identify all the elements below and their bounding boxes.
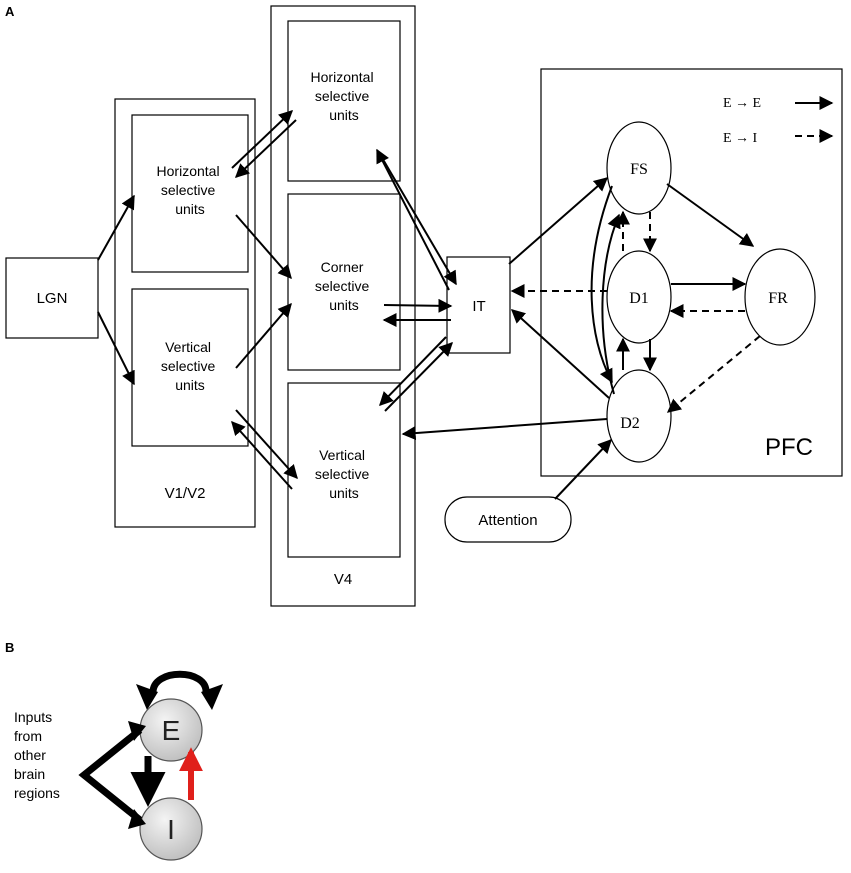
attention-node: Attention (444, 496, 572, 543)
arrow-it-v4v (379, 336, 447, 407)
fs-node (606, 121, 672, 215)
it-node: IT (446, 256, 511, 354)
arrow-attention-d2 (554, 438, 612, 500)
fr-node (744, 248, 816, 346)
arrow-lgn-vertical (97, 311, 135, 386)
v4-vertical-box (287, 382, 401, 558)
lgn-label: LGN (37, 290, 68, 307)
pfc-region: PFC FS D1 D2 FR E → E E → I (540, 68, 843, 477)
arrow-v1v-corner (235, 302, 292, 369)
arrow-v4v-v1v (231, 420, 293, 490)
v1v2-vertical-box (131, 288, 249, 447)
arrow-corner-it (383, 298, 453, 313)
e-node-label: E (162, 715, 181, 746)
arrow-fr-d2 (666, 335, 761, 413)
v1v2-horizontal-label: Horizontal selective units (157, 163, 224, 217)
v1v2-title: V1/V2 (165, 485, 206, 502)
fr-label: FR (768, 290, 788, 307)
legend: E → E E → I (723, 96, 834, 146)
v4-corner-label: Corner selective units (315, 259, 373, 313)
inputs-chevron (78, 727, 143, 823)
inputs-label: Inputs from other brain regions (14, 709, 60, 801)
e-self-loop-head-left (136, 684, 158, 710)
v4-corner-box (287, 193, 401, 371)
panel-b-circuit: E I Inputs from other brain regions (14, 670, 223, 861)
d2-label: D2 (620, 415, 640, 432)
arrow-fs-d2 (590, 185, 613, 384)
connections (97, 110, 761, 500)
arrow-fs-fr (666, 183, 755, 247)
legend-ee-label: E → E (723, 96, 761, 111)
arrow-d2-it (510, 309, 610, 399)
e-self-loop-head-right (201, 684, 223, 710)
pfc-title: PFC (765, 434, 813, 461)
v4-title: V4 (334, 571, 352, 588)
arrow-it-fs (508, 177, 609, 265)
arrow-it-v4h (376, 148, 450, 291)
lgn-node: LGN (5, 257, 99, 339)
inputs-head-top (128, 721, 146, 741)
d1-node (606, 250, 672, 344)
attention-label: Attention (478, 512, 537, 529)
v4-vertical-label: Vertical selective units (315, 447, 373, 501)
v4-horizontal-label: Horizontal selective units (311, 69, 378, 123)
arrow-v4h-it (380, 155, 457, 286)
d1-label: D1 (629, 290, 649, 307)
i-node-label: I (167, 814, 175, 845)
panel-a-label: A (5, 4, 15, 19)
arrow-d2-v4v (401, 418, 608, 441)
v1v2-horizontal-box (131, 114, 249, 273)
arrow-v1v-v4v (235, 409, 298, 480)
inputs-head-bottom (128, 809, 146, 829)
i-node (139, 797, 203, 861)
arrow-v4h-v1h (234, 119, 297, 178)
it-label: IT (472, 298, 485, 315)
panel-b-label: B (5, 640, 14, 655)
arrow-v1h-corner (235, 214, 292, 280)
arrow-v4v-it (384, 342, 453, 412)
legend-ei-label: E → I (723, 131, 758, 146)
arrow-lgn-horizontal (97, 194, 135, 261)
arrow-d2-fs (601, 213, 621, 395)
d2-node (606, 369, 672, 463)
arrow-v1h-v4h (231, 110, 294, 169)
v1v2-vertical-label: Vertical selective units (161, 339, 219, 393)
e-self-loop (149, 670, 210, 694)
v1v2-region: Horizontal selective units Vertical sele… (114, 98, 256, 528)
fs-label: FS (630, 161, 648, 178)
v4-region: Horizontal selective units Corner select… (270, 5, 416, 607)
